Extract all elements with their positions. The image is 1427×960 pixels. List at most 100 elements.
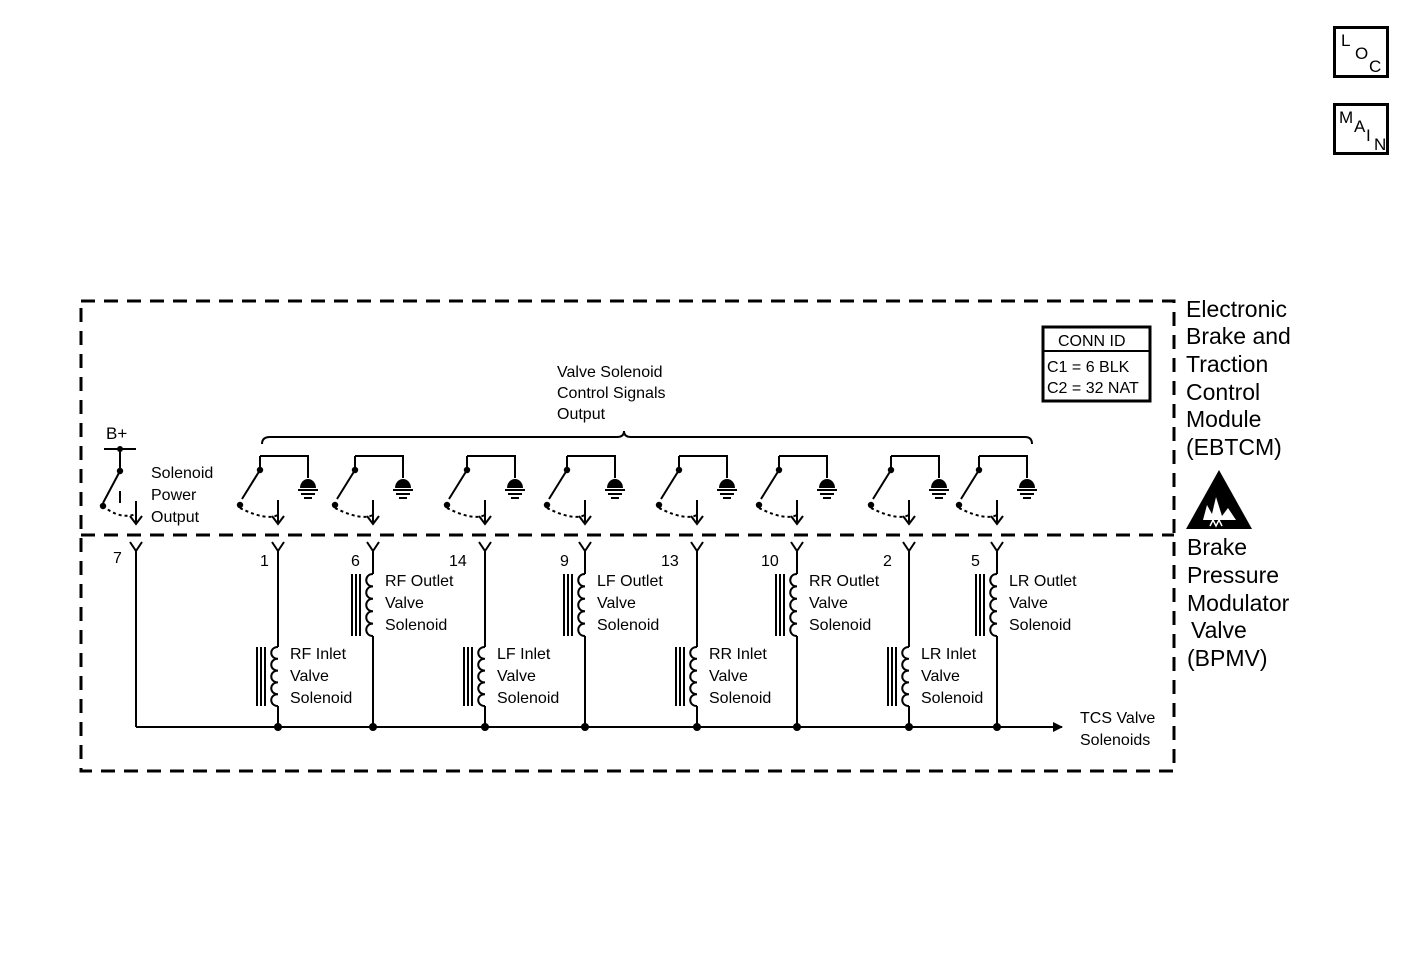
solenoid-label: Valve — [385, 595, 424, 612]
driver-output-arrow — [690, 515, 704, 526]
solenoid-label: RF Inlet — [290, 646, 347, 663]
solenoid-label: Solenoid — [709, 690, 771, 707]
b-plus-label: B+ — [106, 424, 127, 443]
pin-number-label: 10 — [761, 553, 779, 570]
switch-actuator-link — [446, 507, 486, 518]
switch-contact — [655, 501, 663, 509]
connector-pin — [578, 541, 592, 553]
switch-contact — [443, 501, 451, 509]
solenoid-label: Solenoid — [809, 617, 871, 634]
switch-contact — [975, 466, 983, 474]
solenoid-coil-icon — [577, 573, 586, 637]
switch-contact — [331, 501, 339, 509]
switch-contact — [236, 501, 244, 509]
loc-button[interactable]: L O C — [1333, 26, 1389, 78]
driver-switch-blade — [760, 469, 780, 500]
solenoid-label: Valve — [1009, 595, 1048, 612]
solenoid-power-output-label: Solenoid Power Output — [151, 465, 218, 526]
solenoid-label: Solenoid — [497, 690, 559, 707]
main-button[interactable]: M A I N — [1333, 103, 1389, 155]
conn-id-box: CONN ID C1 = 6 BLK C2 = 32 NAT — [1041, 325, 1152, 403]
driver-switch-blade — [336, 469, 356, 500]
switch-contact — [543, 501, 551, 509]
switch-contact — [99, 502, 107, 510]
solenoid-label: LF Inlet — [497, 646, 551, 663]
ground-icon — [719, 479, 735, 488]
driver-output-arrow — [366, 515, 380, 526]
pin-number-label: 5 — [971, 553, 980, 570]
driver-switch-blade — [548, 469, 568, 500]
solenoid-label: Valve — [809, 595, 848, 612]
b-plus-node — [117, 446, 123, 452]
driver-output-arrow — [902, 515, 916, 526]
main-letter-n: N — [1374, 135, 1387, 154]
power-pin-label: 7 — [113, 550, 122, 567]
connector-pin — [271, 541, 285, 553]
ground-icon — [507, 479, 523, 488]
solenoid-coil-icon — [689, 646, 698, 707]
switch-contact — [463, 466, 471, 474]
switch-contact — [256, 466, 264, 474]
switch-contact — [351, 466, 359, 474]
driver-switch-blade — [960, 469, 980, 500]
esd-warning-icon — [1186, 470, 1252, 529]
bpmv-label: Brake Pressure Modulator Valve (BPMV) — [1187, 534, 1296, 671]
module-outline — [79, 299, 1176, 773]
solenoid-coil-icon — [365, 573, 374, 637]
switch-actuator-link — [546, 507, 586, 518]
switch-contact — [775, 466, 783, 474]
driver-wire — [467, 455, 516, 478]
switch-actuator-link — [239, 507, 279, 518]
loc-letter-l: L — [1341, 31, 1351, 50]
driver-output-arrow — [478, 515, 492, 526]
main-letter-i: I — [1366, 126, 1371, 145]
driver-switch-blade — [241, 469, 261, 500]
pin-number-label: 14 — [449, 553, 467, 570]
driver-output-arrow — [790, 515, 804, 526]
switch-contact — [755, 501, 763, 509]
bus-junction — [693, 723, 701, 731]
bus-junction — [581, 723, 589, 731]
solenoid-label: Solenoid — [290, 690, 352, 707]
driver-switch-blade — [448, 469, 468, 500]
solenoid-label: RR Inlet — [709, 646, 767, 663]
solenoid-coil-icon — [270, 646, 279, 707]
control-signals-label: Valve Solenoid Control Signals Output — [557, 364, 670, 423]
loc-letter-c: C — [1369, 57, 1382, 76]
driver-wire — [979, 455, 1028, 478]
driver-wire — [779, 455, 828, 478]
solenoid-label: Solenoid — [597, 617, 659, 634]
main-letter-a: A — [1354, 117, 1366, 136]
pin-number-label: 9 — [560, 553, 569, 570]
driver-output-arrow — [990, 515, 1004, 526]
switch-contact — [116, 467, 124, 475]
solenoid-label: Valve — [597, 595, 636, 612]
driver-output-arrow — [271, 515, 285, 526]
pin-number-label: 2 — [883, 553, 892, 570]
switch-contact — [675, 466, 683, 474]
ground-icon — [395, 479, 411, 488]
switch-actuator-link — [870, 507, 910, 518]
solenoid-label: LF Outlet — [597, 573, 663, 590]
switch-contact — [887, 466, 895, 474]
switch-actuator-link — [958, 507, 998, 518]
switch-contact — [867, 501, 875, 509]
driver-wire — [567, 455, 616, 478]
driver-wire — [260, 455, 309, 478]
pin-number-label: 1 — [260, 553, 269, 570]
solenoid-label: Solenoid — [921, 690, 983, 707]
ground-icon — [931, 479, 947, 488]
bus-junction — [274, 723, 282, 731]
driver-wire — [355, 455, 404, 478]
bus-junction — [369, 723, 377, 731]
connector-pin — [366, 541, 380, 553]
switch-contact — [955, 501, 963, 509]
conn-id-row: C1 = 6 BLK — [1047, 359, 1130, 376]
pin-number-label: 13 — [661, 553, 679, 570]
solenoid-coil-icon — [989, 573, 998, 637]
switch-actuator-link — [334, 507, 374, 518]
driver-switch-blade — [660, 469, 680, 500]
conn-id-title: CONN ID — [1058, 333, 1126, 350]
